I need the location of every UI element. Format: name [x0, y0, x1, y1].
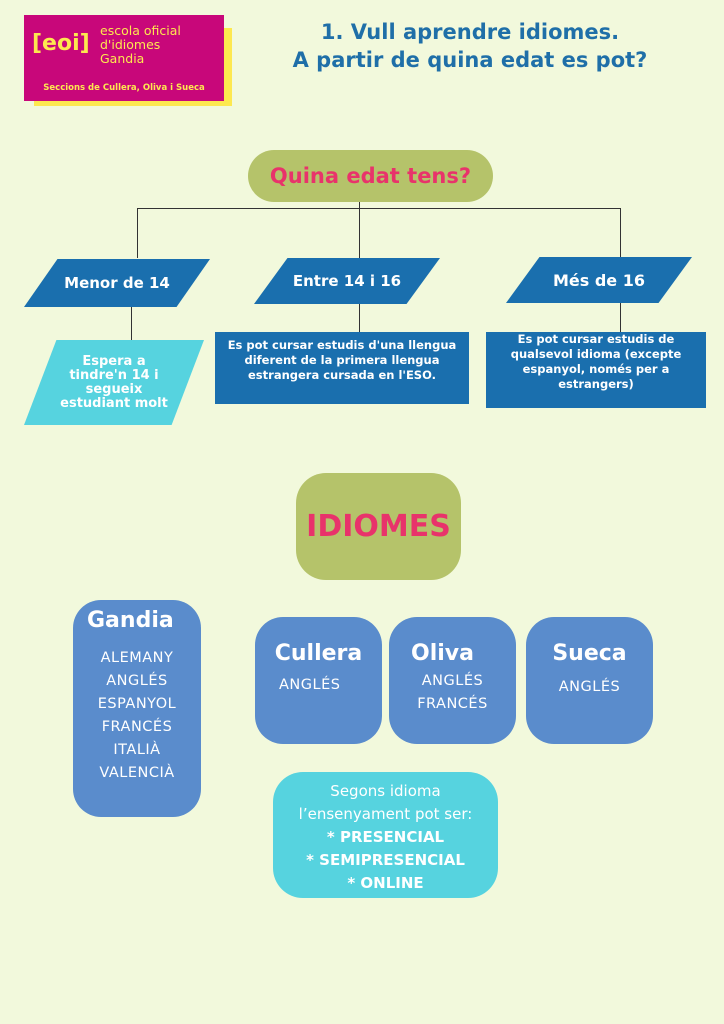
branch-14-16: Entre 14 i 16 — [254, 258, 440, 304]
mode-item: * PRESENCIAL — [326, 828, 445, 846]
language: ANGLÉS — [558, 679, 621, 695]
language: VALENCIÀ — [99, 765, 175, 781]
modes-intro: Segons idioma — [330, 782, 441, 800]
connector — [359, 303, 360, 333]
mode-item: * ONLINE — [347, 874, 424, 892]
language: FRANCÉS — [417, 696, 488, 712]
note-over-16: Es pot cursar estudis de qualsevol idiom… — [486, 332, 706, 408]
note-14-16: Es pot cursar estudis d'una llengua dife… — [215, 332, 469, 404]
logo-line2: d'idiomes — [100, 37, 161, 52]
language: FRANCÉS — [101, 719, 173, 735]
language: ESPANYOL — [97, 696, 177, 712]
logo-line3: Gandia — [100, 51, 145, 66]
branch-under-14: Menor de 14 — [24, 259, 210, 307]
language: ALEMANY — [100, 650, 174, 666]
language: ANGLÉS — [279, 677, 341, 693]
centre-name: Oliva — [411, 641, 474, 666]
centre-name: Sueca — [552, 641, 627, 666]
title-line2: A partir de quina edat es pot? — [292, 48, 648, 72]
language: ITALIÀ — [113, 742, 161, 758]
connector — [620, 302, 621, 332]
centre-cullera: Cullera ANGLÉS — [255, 617, 382, 744]
centre-oliva: Oliva ANGLÉS FRANCÉS — [389, 617, 516, 744]
title-line1: 1. Vull aprendre idiomes. — [320, 20, 620, 44]
connector — [137, 208, 138, 258]
note-under-14: Espera a tindre'n 14 i segueix estudiant… — [24, 340, 204, 425]
connector — [359, 202, 360, 258]
teaching-modes: Segons idioma l’ensenyament pot ser: * P… — [273, 772, 498, 898]
logo-line1: escola oficial — [100, 23, 181, 38]
question-pill: Quina edat tens? — [248, 150, 493, 202]
language: ANGLÉS — [421, 673, 484, 689]
centre-sueca: Sueca ANGLÉS — [526, 617, 653, 744]
centre-gandia: Gandia ALEMANY ANGLÉS ESPANYOL FRANCÉS ITALI… — [73, 600, 201, 817]
page-title: 1. Vull aprendre idiomes. A partir de qui… — [230, 18, 710, 74]
mode-item: * SEMIPRESENCIAL — [306, 851, 465, 869]
connector — [620, 208, 621, 258]
branch-over-16: Més de 16 — [506, 257, 692, 303]
language: ANGLÉS — [106, 673, 168, 689]
logo-mark: [eoi] — [32, 31, 90, 56]
centre-name: Cullera — [274, 641, 363, 666]
logo-sections: Seccions de Cullera, Oliva i Sueca — [43, 83, 205, 93]
connector — [137, 208, 621, 209]
centre-name: Gandia — [87, 608, 174, 633]
modes-intro: l’ensenyament pot ser: — [298, 805, 473, 823]
idiomes-heading: IDIOMES — [296, 473, 461, 580]
connector — [131, 306, 132, 342]
